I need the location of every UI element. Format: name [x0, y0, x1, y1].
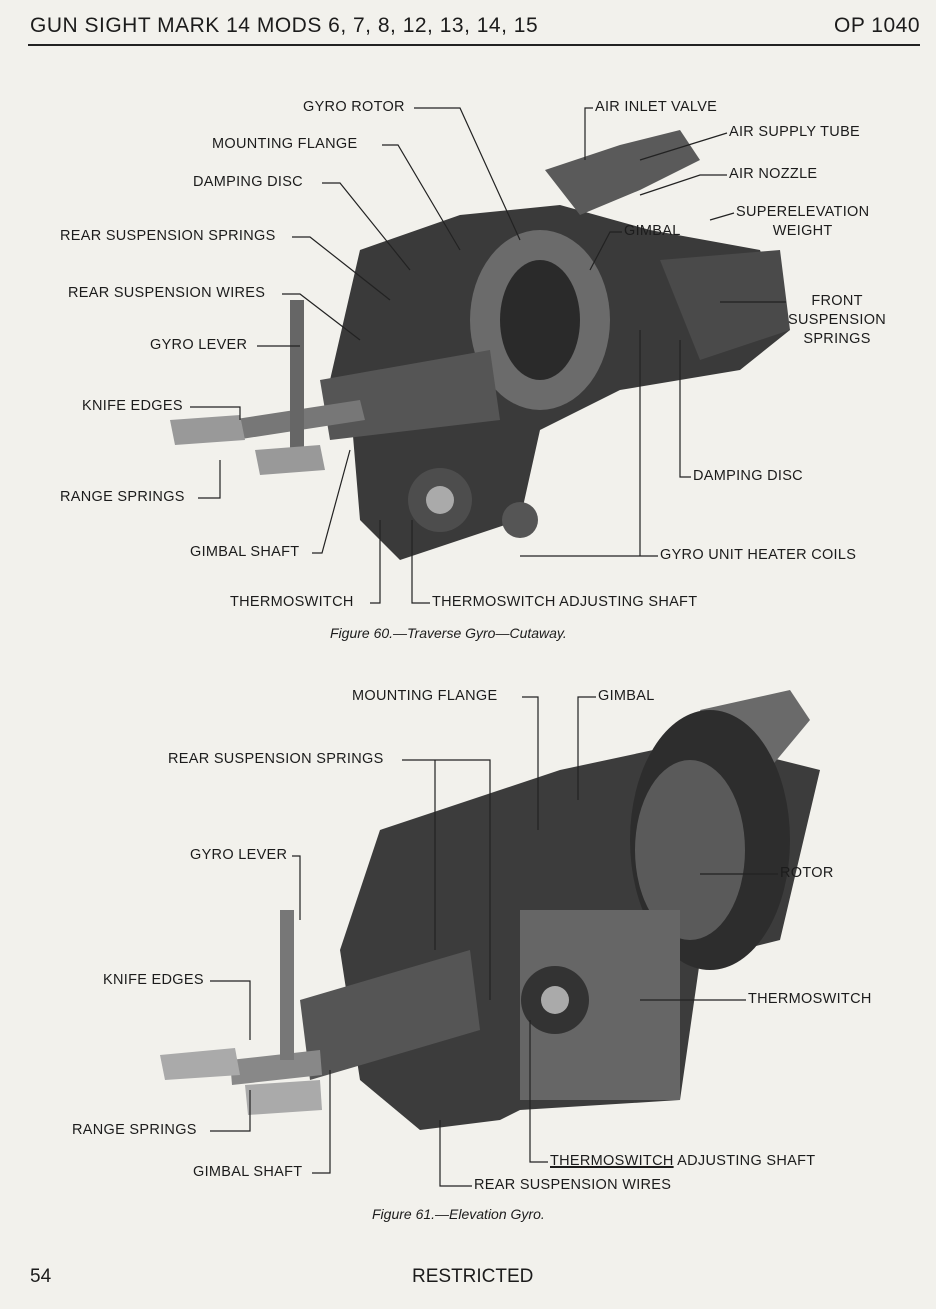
label-range-springs: RANGE SPRINGS	[72, 1122, 197, 1138]
label-air-inlet-valve: AIR INLET VALVE	[595, 99, 718, 115]
classification-marking: RESTRICTED	[412, 1266, 534, 1287]
leader-lines	[190, 107, 786, 1187]
label-rotor: ROTOR	[780, 865, 834, 881]
label-line: SUPERELEVATION	[736, 204, 870, 220]
label-gimbal-shaft: GIMBAL SHAFT	[193, 1164, 303, 1180]
figure-60-caption: Figure 60.—Traverse Gyro—Cutaway.	[330, 625, 567, 641]
figure-61-illustration	[160, 690, 820, 1130]
label-thermoswitch-adjusting-shaft: THERMOSWITCH ADJUSTING SHAFT	[432, 594, 698, 610]
label-rest: ADJUSTING SHAFT	[673, 1153, 816, 1169]
label-thermoswitch-adjusting-shaft: THERMOSWITCH ADJUSTING SHAFT	[550, 1152, 815, 1171]
label-rear-suspension-springs: REAR SUSPENSION SPRINGS	[168, 751, 384, 767]
label-range-springs: RANGE SPRINGS	[60, 489, 185, 505]
label-line: SPRINGS	[803, 331, 871, 347]
label-air-nozzle: AIR NOZZLE	[729, 166, 818, 182]
label-mounting-flange: MOUNTING FLANGE	[352, 688, 498, 704]
document-id: OP 1040	[833, 14, 920, 37]
label-gimbal-shaft: GIMBAL SHAFT	[190, 544, 300, 560]
underlined-word: THERMOSWITCH	[550, 1153, 674, 1169]
label-thermoswitch: THERMOSWITCH	[748, 991, 872, 1007]
label-gimbal: GIMBAL	[598, 688, 655, 704]
figure-60-illustration	[170, 130, 790, 560]
label-gyro-lever: GYRO LEVER	[190, 847, 288, 863]
label-gimbal: GIMBAL	[624, 223, 681, 239]
label-front-suspension-springs: FRONT SUSPENSION SPRINGS	[788, 292, 886, 349]
label-superelevation-weight: SUPERELEVATION WEIGHT	[736, 203, 869, 241]
label-air-supply-tube: AIR SUPPLY TUBE	[729, 124, 861, 140]
label-mounting-flange: MOUNTING FLANGE	[212, 136, 358, 152]
label-line: SUSPENSION	[788, 312, 887, 328]
label-knife-edges: KNIFE EDGES	[103, 972, 204, 988]
label-rear-suspension-springs: REAR SUSPENSION SPRINGS	[60, 228, 276, 244]
label-gyro-rotor: GYRO ROTOR	[303, 99, 405, 115]
running-header-title: GUN SIGHT MARK 14 MODS 6, 7, 8, 12, 13, …	[30, 14, 539, 37]
label-damping-disc: DAMPING DISC	[193, 174, 303, 190]
label-rear-suspension-wires: REAR SUSPENSION WIRES	[68, 285, 266, 301]
label-gyro-unit-heater-coils: GYRO UNIT HEATER COILS	[660, 547, 857, 563]
header-rule	[28, 44, 920, 46]
label-gyro-lever: GYRO LEVER	[150, 337, 248, 353]
label-rear-suspension-wires: REAR SUSPENSION WIRES	[474, 1177, 672, 1193]
label-thermoswitch: THERMOSWITCH	[230, 594, 354, 610]
label-line: FRONT	[811, 293, 863, 309]
label-knife-edges: KNIFE EDGES	[82, 398, 183, 414]
label-line: WEIGHT	[772, 223, 833, 239]
page-number: 54	[30, 1266, 52, 1287]
figure-61-caption: Figure 61.—Elevation Gyro.	[372, 1206, 545, 1222]
label-damping-disc-right: DAMPING DISC	[693, 468, 803, 484]
